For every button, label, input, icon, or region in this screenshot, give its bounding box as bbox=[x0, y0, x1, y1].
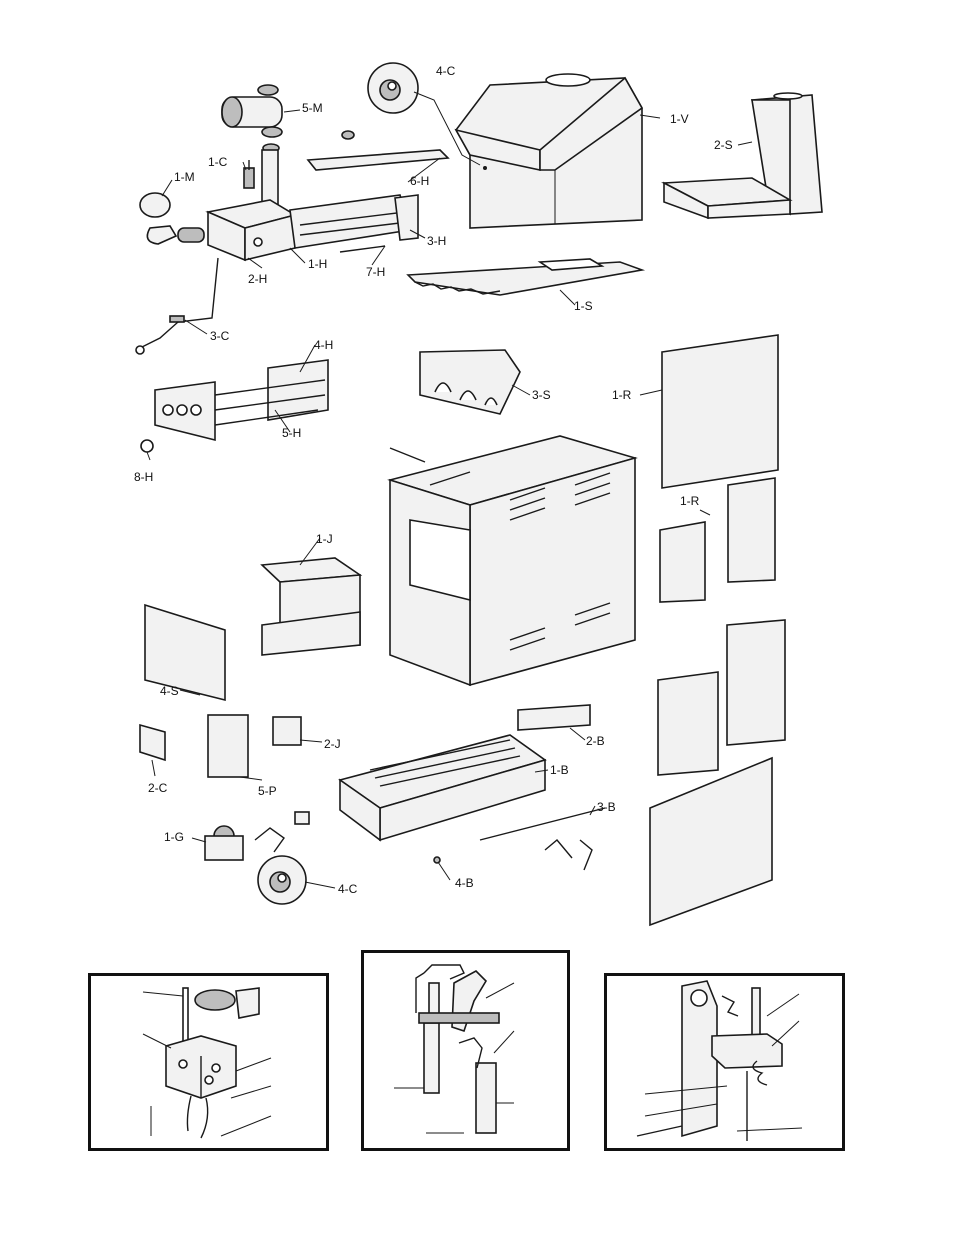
part-label-4h: 4-H bbox=[314, 338, 333, 352]
part-label-1c: 1-C bbox=[208, 155, 227, 169]
part-label-3h: 3-H bbox=[427, 234, 446, 248]
part-label-4s: 4-S bbox=[160, 684, 179, 698]
part-label-2b: 2-B bbox=[586, 734, 605, 748]
motor-5m-part bbox=[222, 85, 354, 206]
part-label-1v: 1-V bbox=[670, 112, 689, 126]
part-label-2c: 2-C bbox=[148, 781, 167, 795]
part-label-2s: 2-S bbox=[714, 138, 733, 152]
burner-tray-part bbox=[255, 705, 605, 870]
part-label-1g: 1-G bbox=[164, 830, 184, 844]
part-label-1s: 1-S bbox=[574, 299, 593, 313]
part-label-4c-bottom: 4-C bbox=[338, 882, 357, 896]
pilot-inset-c bbox=[604, 973, 845, 1151]
part-label-1h: 1-H bbox=[308, 257, 327, 271]
pilot-inset-a bbox=[88, 973, 329, 1151]
part-label-2h: 2-H bbox=[248, 272, 267, 286]
part-label-7h: 7-H bbox=[366, 265, 385, 279]
part-label-4b: 4-B bbox=[455, 876, 474, 890]
part-label-1j: 1-J bbox=[316, 532, 333, 546]
top-plate-part bbox=[408, 259, 642, 295]
part-label-3b: 3-B bbox=[597, 800, 616, 814]
part-label-1r-b: 1-R bbox=[680, 494, 699, 508]
baffle-3s-part bbox=[420, 350, 520, 414]
gas-valve-4c-bottom-part bbox=[258, 856, 306, 904]
part-label-1m: 1-M bbox=[174, 170, 195, 184]
pilot-inset-c-drawing bbox=[607, 976, 842, 1148]
part-label-1b: 1-B bbox=[550, 763, 569, 777]
manifold-1h-part bbox=[208, 150, 448, 260]
part-label-5h: 5-H bbox=[282, 426, 301, 440]
part-label-1r: 1-R bbox=[612, 388, 631, 402]
jacket-lower-part bbox=[145, 558, 360, 700]
jacket-top-part bbox=[456, 74, 642, 228]
thermocouple-3c-part bbox=[136, 258, 218, 354]
part-label-6h: 6-H bbox=[410, 174, 429, 188]
pilot-inset-b-drawing bbox=[364, 953, 567, 1148]
pilot-inset-a-drawing bbox=[91, 976, 326, 1148]
cabinet-part bbox=[390, 436, 635, 685]
part-label-3s: 3-S bbox=[532, 388, 551, 402]
part-label-5p: 5-P bbox=[258, 784, 277, 798]
part-label-4c-top: 4-C bbox=[436, 64, 455, 78]
part-label-5m: 5-M bbox=[302, 101, 323, 115]
side-panels-1r-part bbox=[650, 335, 785, 925]
gas-valve-4c-top-part bbox=[368, 63, 480, 165]
pilot-inset-b bbox=[361, 950, 570, 1151]
part-label-3c: 3-C bbox=[210, 329, 229, 343]
part-label-2j: 2-J bbox=[324, 737, 341, 751]
part-label-8h: 8-H bbox=[134, 470, 153, 484]
